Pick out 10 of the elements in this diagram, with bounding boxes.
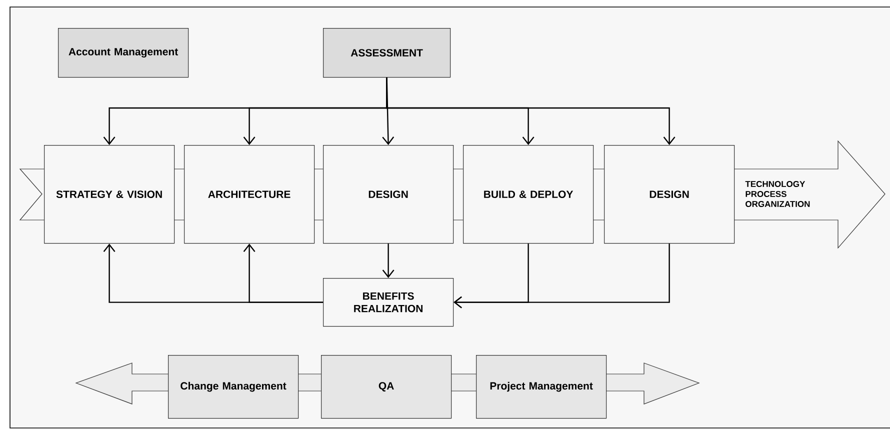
assessment-box: ASSESSMENT	[323, 28, 451, 78]
discipline-box: Project Management	[476, 355, 607, 419]
benefits-box: BENEFITS REALIZATION	[323, 278, 454, 327]
account-box: Account Management	[58, 28, 189, 78]
arrow	[386, 78, 676, 145]
arrow	[243, 244, 323, 303]
arrow	[454, 244, 670, 308]
discipline-box: Change Management	[168, 355, 299, 419]
discipline-box: QA	[321, 355, 452, 419]
arrow	[382, 244, 394, 278]
